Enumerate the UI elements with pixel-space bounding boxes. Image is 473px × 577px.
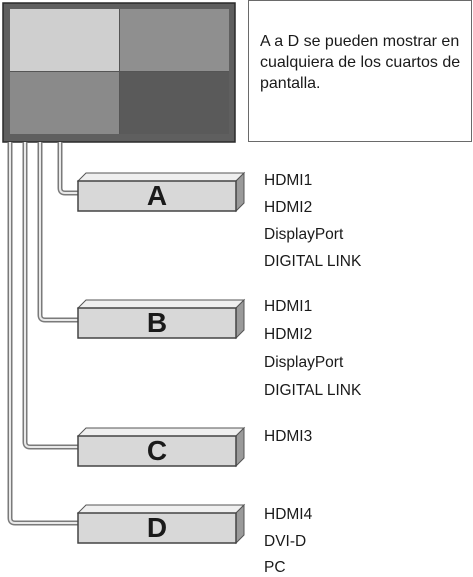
device-b [76, 298, 246, 340]
device-a [76, 171, 246, 213]
cables [7, 142, 78, 526]
port-label: DisplayPort [264, 226, 344, 243]
port-label: HDMI1 [264, 298, 313, 315]
device-c [76, 426, 246, 468]
port-label: HDMI1 [264, 172, 313, 189]
cable-c [22, 142, 78, 450]
device-a-label: A [146, 180, 168, 211]
screen-quadrant-top-left [10, 9, 119, 71]
port-label: HDMI3 [264, 428, 313, 445]
screen-quadrant-top-right [120, 9, 229, 71]
device-d-label: D [146, 512, 168, 543]
port-label: HDMI2 [264, 326, 313, 343]
device-d [76, 503, 246, 545]
port-label: DVI-D [264, 533, 307, 550]
port-label: DIGITAL LINK [264, 382, 362, 399]
port-label: HDMI2 [264, 199, 313, 216]
port-label: DisplayPort [264, 354, 344, 371]
screen-quadrant-bottom-left [10, 72, 119, 134]
port-label: PC [264, 559, 286, 576]
port-label: HDMI4 [264, 506, 313, 523]
note-box: A a D se pueden mostrar en cualquiera de… [248, 0, 472, 142]
device-b-label: B [146, 307, 168, 338]
device-c-label: C [146, 435, 168, 466]
display-monitor [2, 2, 236, 143]
screen-quadrant-bottom-right [120, 72, 229, 134]
port-label: DIGITAL LINK [264, 253, 362, 270]
cable-d [7, 142, 78, 526]
